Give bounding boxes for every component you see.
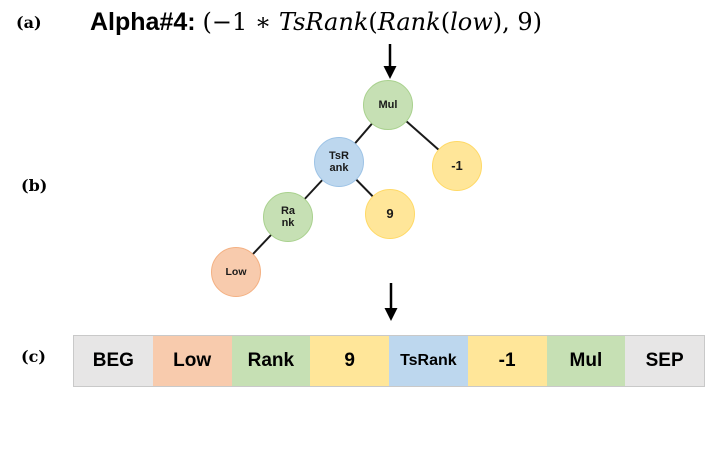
token-nine: 9	[310, 336, 389, 386]
tree-to-sequence-arrow	[384, 283, 398, 321]
formula-to-tree-arrow	[383, 44, 397, 79]
token-neg1: -1	[467, 336, 547, 386]
token-mul: Mul	[546, 336, 626, 386]
token-low: Low	[152, 336, 232, 386]
alpha-name: Alpha#4	[90, 8, 188, 36]
panel-label-b: (b)	[21, 176, 48, 195]
formula-title: Alpha#4: (−1 ∗ TsRank(Rank(low), 9)	[90, 8, 542, 37]
tree-node-nine: 9	[365, 189, 415, 239]
tree-node-low: Low	[211, 247, 261, 297]
token-beg: BEG	[74, 336, 153, 386]
title-colon: :	[187, 8, 203, 36]
panel-label-a: (a)	[16, 13, 42, 32]
tree-node-rank: Ra nk	[263, 192, 313, 242]
formula-expression: (−1 ∗ TsRank(Rank(low), 9)	[202, 8, 542, 36]
token-rank: Rank	[231, 336, 311, 386]
token-sep: SEP	[625, 336, 704, 386]
tree-edges	[235, 104, 458, 273]
tree-node-tsrank: TsR ank	[314, 137, 364, 187]
token-sequence-row: BEG Low Rank 9 TsRank -1 Mul SEP	[73, 335, 705, 387]
tree-node-neg1: -1	[432, 141, 482, 191]
tree-node-mul: Mul	[363, 80, 413, 130]
panel-label-c: (c)	[21, 347, 46, 366]
token-tsrank: TsRank	[389, 336, 468, 386]
